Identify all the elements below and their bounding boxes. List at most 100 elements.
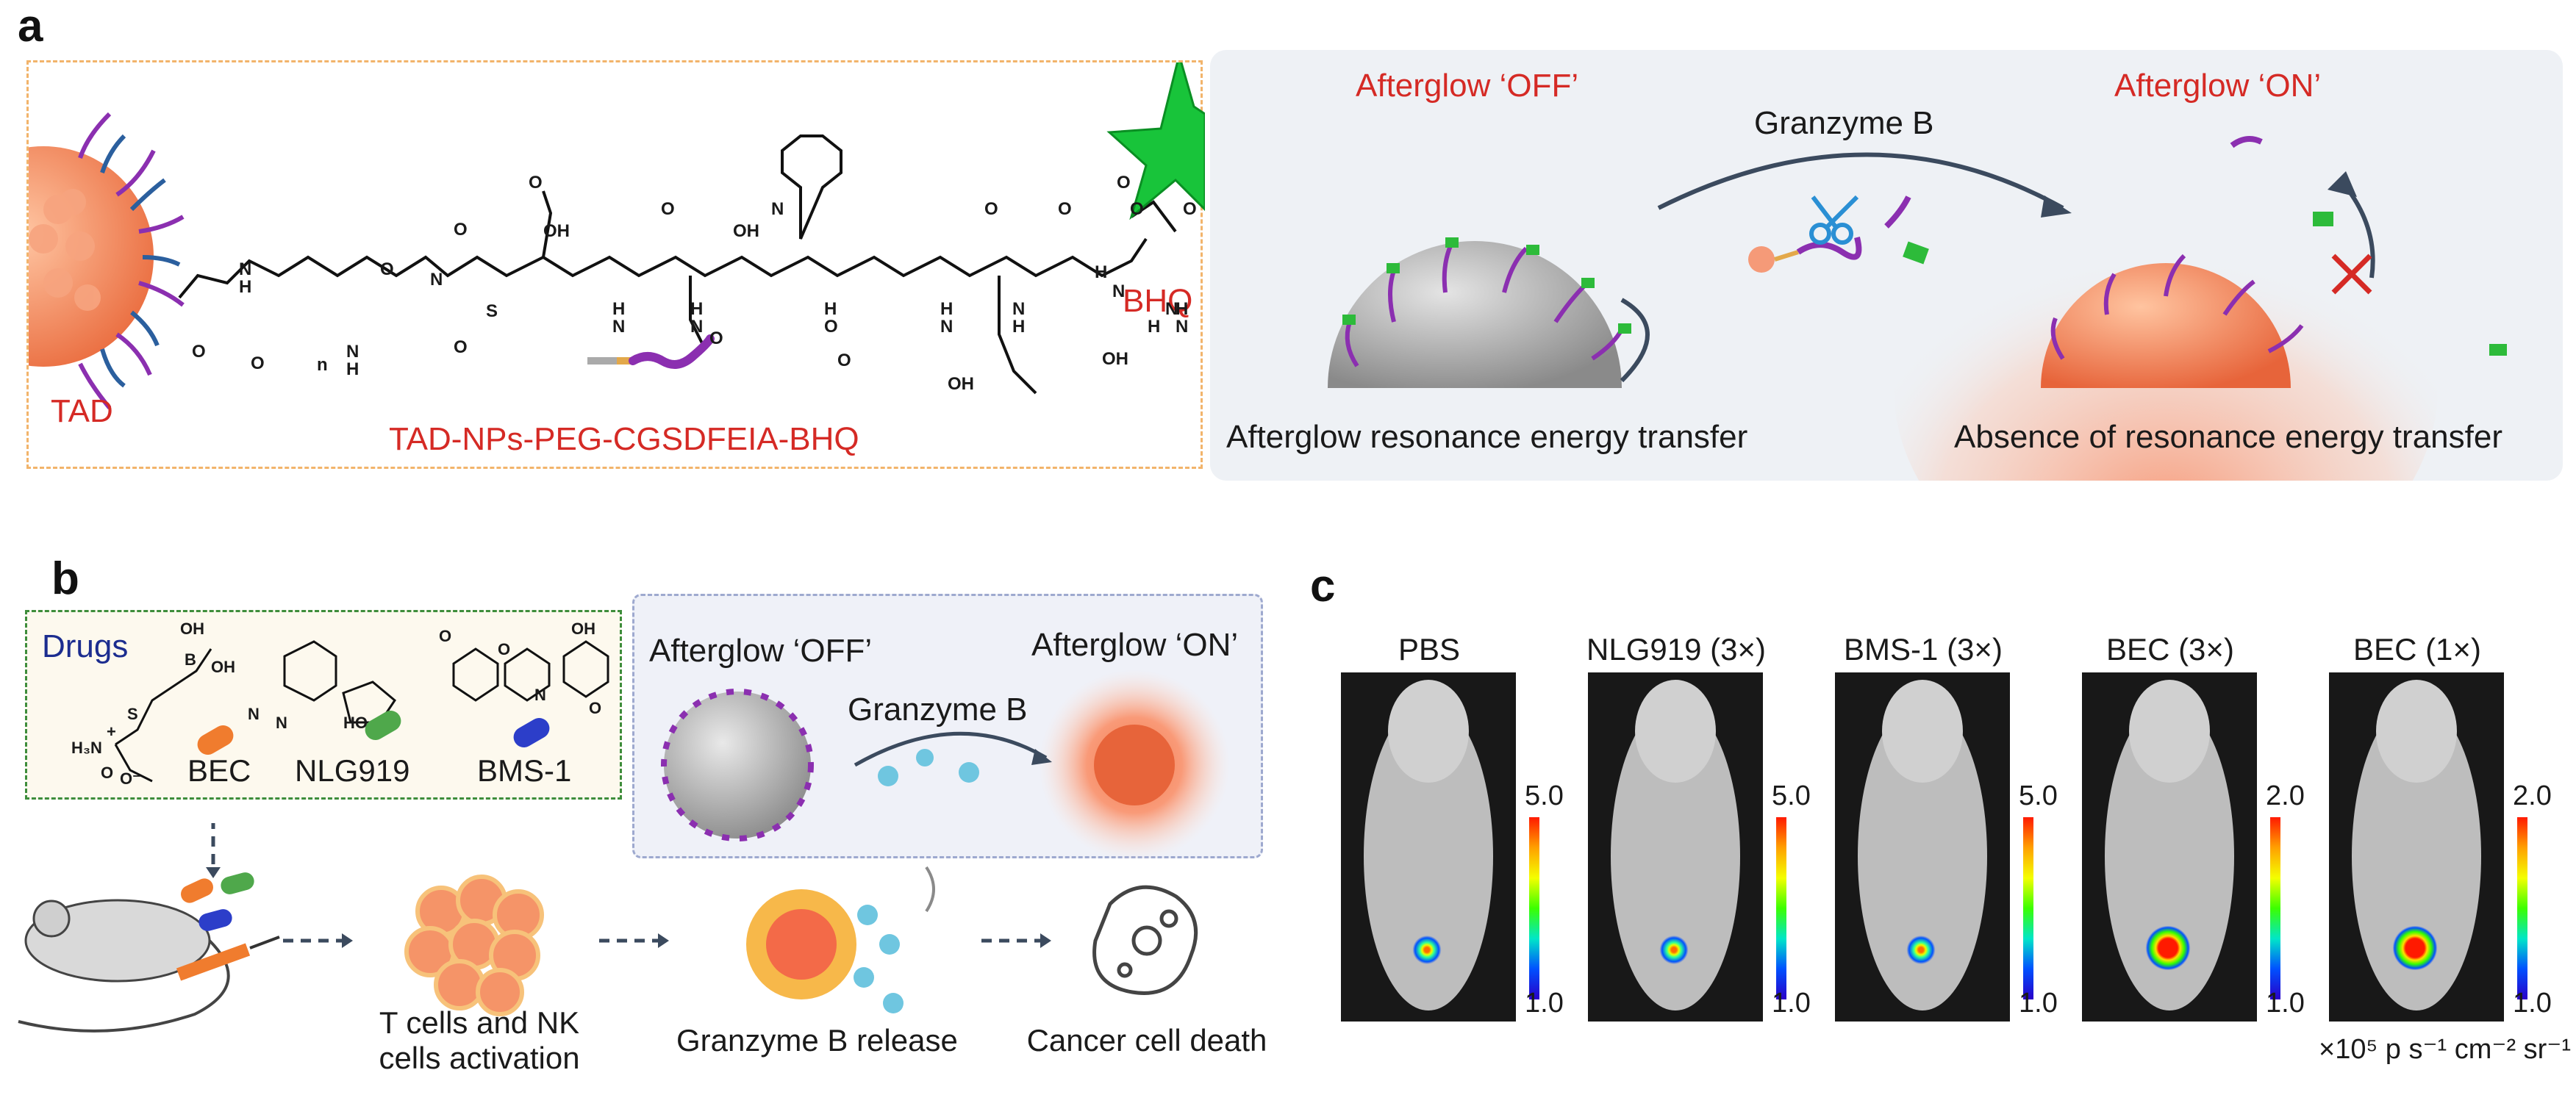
afterglow-mechanism-box: Afterglow ‘OFF’ Afterglow ‘ON’ Granzyme …: [1210, 50, 2563, 481]
cleavage-arrow: [1657, 152, 2064, 210]
atom-label: O: [984, 199, 998, 219]
step2-label: Granzyme B release: [676, 1023, 958, 1058]
atom-label: O: [661, 199, 675, 219]
atom-label: HO: [343, 714, 368, 732]
conjugate-structure: [29, 62, 1205, 409]
panel-c-letter: c: [1310, 561, 1336, 611]
atom-label: S: [127, 705, 138, 723]
absence-ret-caption: Absence of resonance energy transfer: [1954, 419, 2503, 455]
atom-label: N: [239, 259, 252, 279]
atom-label: O⁻: [120, 769, 141, 788]
tad-label: TAD: [51, 393, 113, 429]
atom-label: O: [251, 353, 265, 373]
atom-label: N: [1112, 281, 1126, 301]
granzyme-release-icon: [746, 866, 935, 1013]
bhq-label: BHQ: [1123, 283, 1193, 319]
step1-line2: cells activation: [379, 1041, 580, 1075]
step3-label: Cancer cell death: [1026, 1023, 1267, 1058]
atom-label: H: [1148, 317, 1161, 337]
atom-label: OH: [1102, 349, 1128, 369]
atom-label: O: [439, 627, 452, 645]
scale-min: 1.0: [2266, 988, 2305, 1019]
nlg919-label: NLG919: [295, 753, 410, 788]
atom-label: N: [771, 199, 784, 219]
scale-min: 1.0: [2513, 988, 2552, 1019]
atom-label: N: [690, 317, 704, 337]
color-scale-bar: [1529, 817, 1539, 999]
afterglow-switch-box: Afterglow ‘OFF’ Afterglow ‘ON’ Granzyme …: [632, 594, 1263, 861]
b-granzyme-b-label: Granzyme B: [848, 692, 1028, 728]
mouse-image: [1588, 672, 1763, 1022]
atom-label: O: [192, 342, 206, 362]
granzyme-b-label: Granzyme B: [1754, 105, 1934, 141]
color-scale-bar: [1776, 817, 1786, 999]
step1-line1: T cells and NK: [379, 1005, 580, 1040]
switch-illustration: [661, 669, 1230, 861]
atom-label: H: [940, 299, 954, 319]
t-cells-icon: [404, 875, 544, 1016]
afterglow-off-label: Afterglow ‘OFF’: [1356, 68, 1579, 104]
atom-label: H: [1012, 317, 1026, 337]
panel-a-letter: a: [18, 1, 43, 51]
group-title: NLG919 (3×): [1586, 632, 1766, 667]
bms1-label: BMS-1: [477, 753, 572, 788]
cleaved-fragment: [1748, 195, 1929, 273]
atom-label: H₃N: [71, 739, 102, 757]
atom-label: S: [486, 301, 498, 321]
atom-label: H: [239, 277, 252, 297]
cancer-cell-death-icon: [1092, 885, 1198, 995]
atom-label: N: [612, 317, 626, 337]
mechanism-illustration: [1328, 136, 2507, 481]
atom-label: N: [276, 714, 287, 732]
atom-label: N: [248, 705, 260, 723]
nanoparticle-off-small: [661, 689, 814, 841]
atom-label: O: [1058, 199, 1072, 219]
mouse-image: [2082, 672, 2257, 1022]
scale-min: 1.0: [2019, 988, 2058, 1019]
workflow-row: [18, 823, 1198, 1033]
drug-pill-icons: [197, 711, 550, 755]
afterglow-ret-caption: Afterglow resonance energy transfer: [1226, 419, 1748, 455]
scissors-icon: [1809, 195, 1859, 245]
scale-max: 2.0: [2266, 780, 2305, 811]
atom-label: N: [346, 342, 359, 362]
tad-nanoparticle: [29, 112, 185, 409]
atom-label: O: [709, 328, 723, 348]
probe-glyph: [587, 334, 715, 369]
atom-label: OH: [571, 620, 595, 638]
nanoparticle-off: [1328, 237, 1650, 388]
bec-label: BEC: [187, 753, 251, 788]
atom-label: OH: [733, 221, 759, 241]
scale-max: 5.0: [2019, 780, 2058, 811]
peptide-backbone: [178, 134, 1177, 395]
afterglow-on-label: Afterglow ‘ON’: [2114, 68, 2322, 104]
atom-label: B: [185, 650, 196, 669]
scale-min: 1.0: [1525, 988, 1564, 1019]
mouse-image: [1341, 672, 1516, 1022]
atom-label: O: [1183, 199, 1197, 219]
atom-label: OH: [948, 374, 974, 394]
atom-label: O: [837, 351, 851, 370]
atom-label: O: [1117, 173, 1131, 193]
bhq-quencher-star: [1106, 62, 1205, 220]
atom-label: O: [498, 640, 511, 658]
atom-label: N: [1165, 299, 1178, 319]
scale-min: 1.0: [1772, 988, 1811, 1019]
group-title: BEC (3×): [2106, 632, 2234, 667]
atom-label: H: [1095, 262, 1108, 282]
syringe-icon: [176, 936, 280, 981]
atom-label: +: [107, 722, 116, 741]
atom-label: O: [1130, 199, 1144, 219]
atom-label: O: [454, 337, 468, 357]
atom-label: O: [824, 317, 838, 337]
atom-label: O: [101, 764, 114, 782]
group-title: BEC (1×): [2353, 632, 2481, 667]
atom-label: H: [1176, 299, 1189, 319]
atom-label: H: [346, 359, 359, 379]
mouse-image: [1835, 672, 2010, 1022]
color-scale-bar: [2023, 817, 2033, 999]
conjugate-label: TAD-NPs-PEG-CGSDFEIA-BHQ: [389, 421, 859, 457]
drugs-title: Drugs: [42, 628, 129, 664]
b-afterglow-off-label: Afterglow ‘OFF’: [649, 633, 873, 669]
